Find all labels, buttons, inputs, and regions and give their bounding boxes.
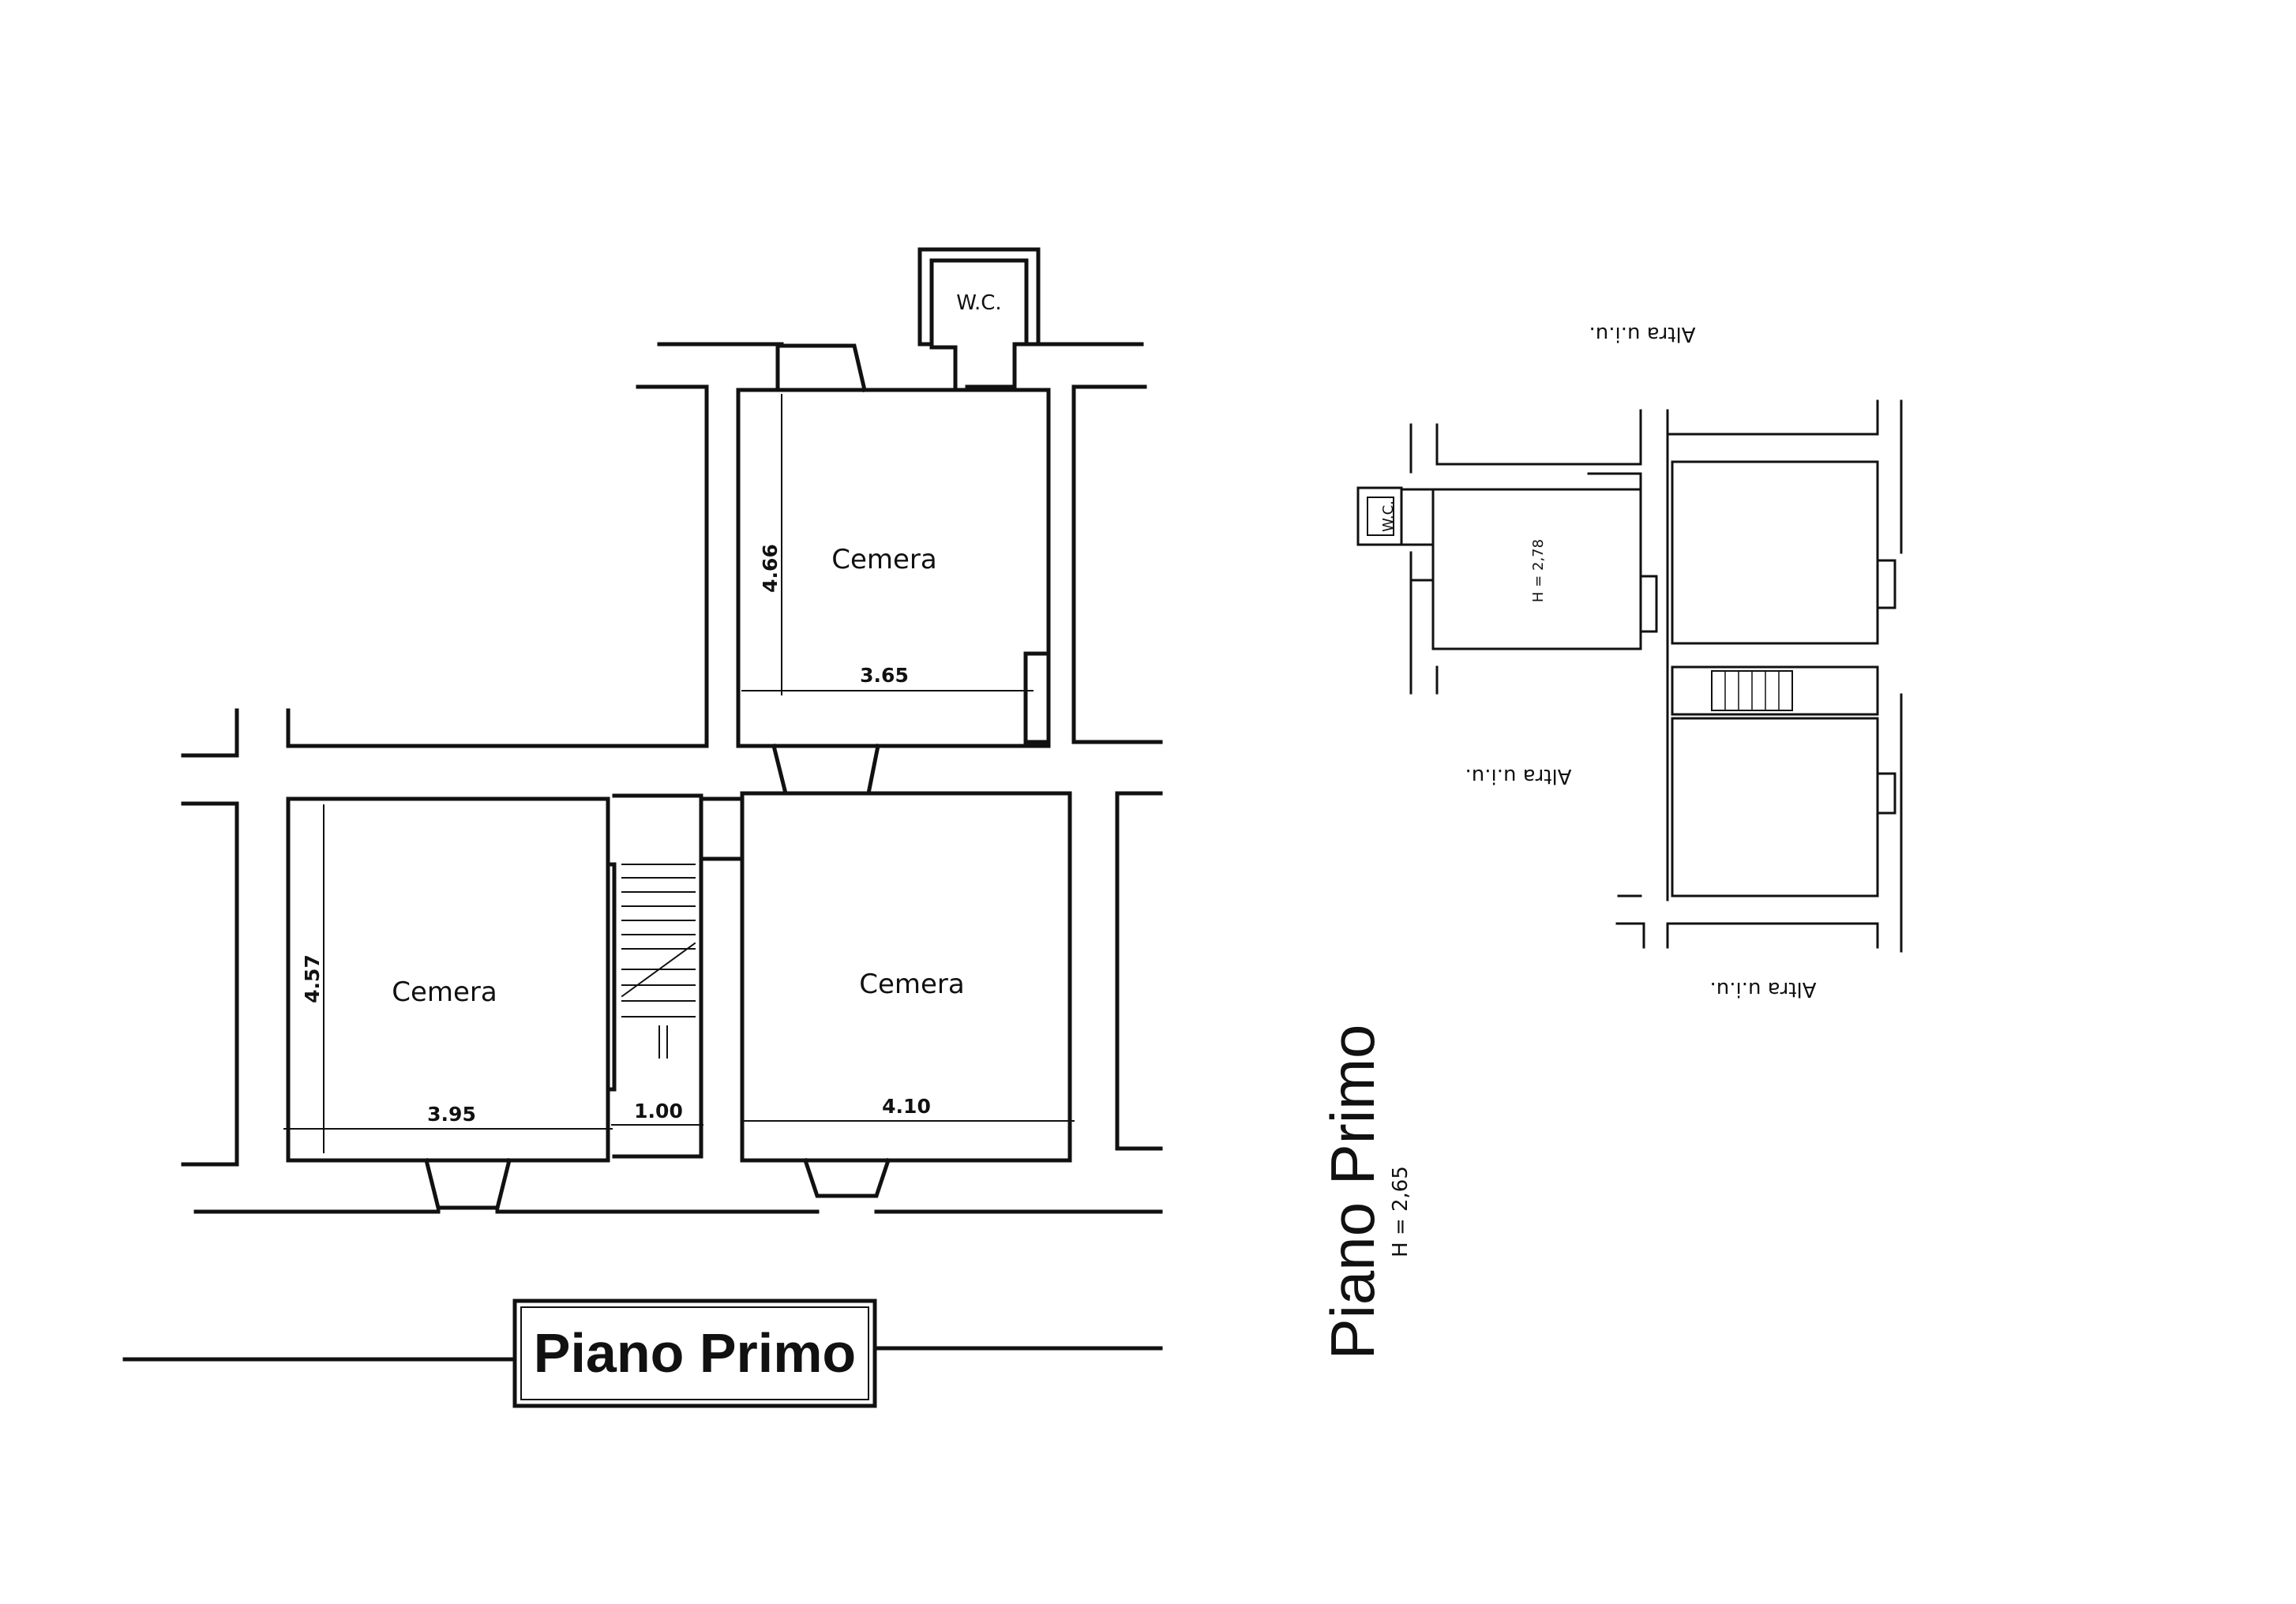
plan-title: Piano Primo bbox=[534, 1322, 856, 1384]
side-height-note: H = 2,65 bbox=[1389, 1166, 1412, 1257]
wc-label: W.C. bbox=[956, 291, 1001, 315]
site-wc-label: W.C. bbox=[1380, 500, 1397, 532]
side-title: Piano Primo bbox=[1318, 1025, 1387, 1360]
stair-treads bbox=[621, 864, 696, 1059]
room-label-right: Cemera bbox=[859, 969, 965, 1000]
room-label-left: Cemera bbox=[392, 976, 497, 1008]
dimension-lines bbox=[283, 394, 1075, 1153]
site-plan-labels: Altra u.i.u. Altra u.i.u. Altra u.i.u. W… bbox=[1380, 322, 1817, 1001]
site-height-note: H = 2,78 bbox=[1530, 539, 1547, 602]
title-frame bbox=[122, 1299, 1163, 1408]
walls bbox=[181, 247, 1163, 1214]
dim-stair-width: 1.00 bbox=[634, 1100, 683, 1122]
dim-left-room-width: 3.95 bbox=[427, 1103, 476, 1126]
dim-top-room-height: 4.66 bbox=[759, 544, 782, 593]
dimension-labels: 4.66 3.65 4.57 3.95 1.00 4.10 bbox=[301, 544, 931, 1126]
room-label-top: Cemera bbox=[831, 544, 937, 575]
site-plan bbox=[1356, 399, 1903, 953]
other-unit-label-middle: Altra u.i.u. bbox=[1465, 764, 1571, 788]
other-unit-label-bottom: Altra u.i.u. bbox=[1709, 977, 1816, 1001]
dim-right-room-width: 4.10 bbox=[882, 1095, 931, 1118]
dim-left-room-height: 4.57 bbox=[301, 954, 324, 1003]
other-unit-label-top: Altra u.i.u. bbox=[1589, 322, 1695, 346]
dim-top-room-width: 3.65 bbox=[860, 664, 909, 687]
room-labels: Cemera Cemera Cemera W.C. bbox=[392, 291, 1001, 1008]
